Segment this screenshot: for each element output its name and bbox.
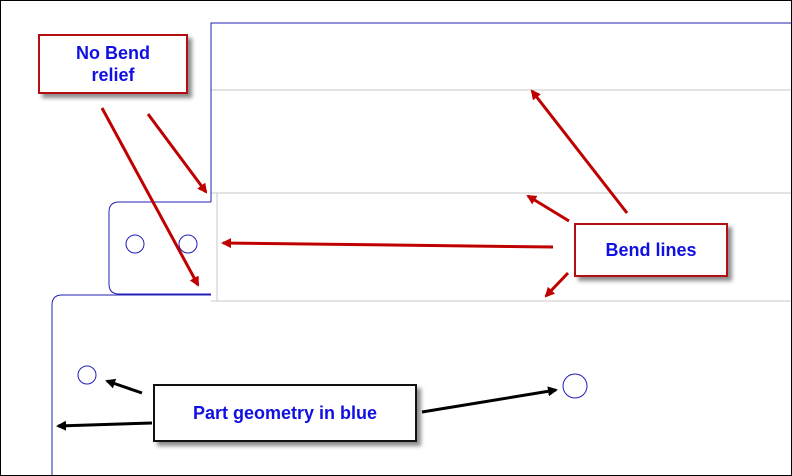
tab-outline [108, 201, 211, 295]
arrow-bend-line-left [221, 238, 554, 249]
arrow-part-geometry-large-hole [421, 386, 558, 414]
arrow-bend-line-top [530, 89, 629, 214]
hole [562, 373, 588, 399]
arrow-no-bend-relief-upper [146, 113, 208, 194]
part-geometry-group [51, 22, 791, 475]
arrow-part-geometry-hole [105, 378, 143, 395]
hole [77, 365, 97, 385]
arrow-part-geometry-edge [56, 420, 153, 431]
upper-flange-outline [210, 22, 791, 202]
callout-no-bend-relief-text: No Bend relief [76, 42, 150, 86]
hole [125, 234, 145, 254]
callout-no-bend-relief: No Bend relief [38, 34, 188, 94]
callout-part-geometry: Part geometry in blue [153, 384, 417, 442]
hole [178, 234, 198, 254]
callout-part-geometry-text: Part geometry in blue [192, 402, 378, 423]
arrow-bend-line-bottom [544, 271, 570, 298]
lower-flange-outline [51, 294, 211, 475]
black-arrows-group [56, 378, 558, 431]
callout-bend-lines: Bend lines [574, 223, 728, 277]
callout-bend-lines-text: Bend lines [605, 239, 697, 260]
red-arrows-group [100, 89, 629, 298]
arrow-no-bend-relief-lower [100, 107, 200, 287]
bend-lines-group [211, 89, 791, 302]
arrow-bend-line-middle [526, 194, 570, 223]
